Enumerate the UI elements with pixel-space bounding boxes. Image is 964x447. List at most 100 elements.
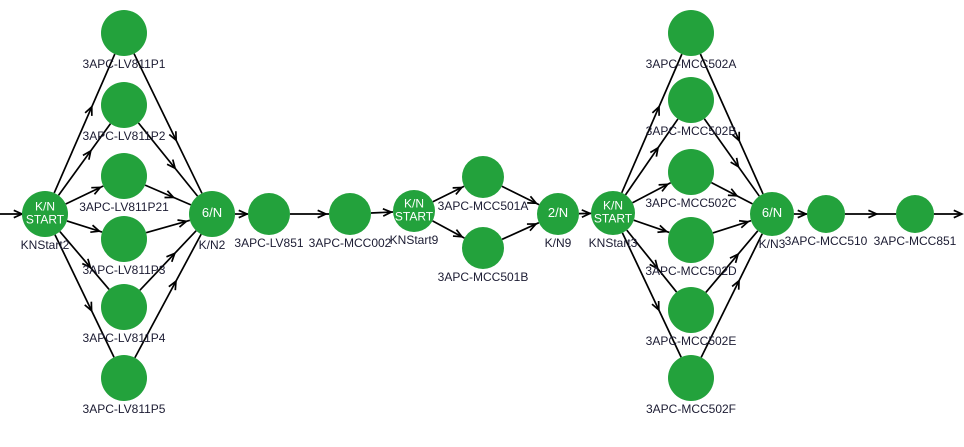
edge-arrowhead bbox=[649, 146, 660, 157]
node-circle-lv811p21[interactable] bbox=[101, 153, 147, 199]
edge-knstart2-to-lv811p2 bbox=[57, 123, 112, 196]
edge-arrowhead bbox=[729, 252, 740, 264]
node-circle-knstart2[interactable] bbox=[22, 191, 68, 237]
node-mcc502d[interactable]: 3APC-MCC502D bbox=[645, 217, 737, 278]
edge-mcc502c-to-kn3 bbox=[711, 181, 753, 205]
edge-line bbox=[700, 233, 764, 358]
edge-line bbox=[133, 53, 203, 194]
entry-arrow bbox=[0, 209, 25, 219]
node-circle-mcc502d[interactable] bbox=[668, 217, 714, 263]
edge-line bbox=[624, 118, 679, 196]
node-circle-mcc851[interactable] bbox=[896, 195, 934, 233]
node-caption-mcc002: 3APC-MCC002 bbox=[309, 236, 392, 250]
node-circle-knstart3[interactable] bbox=[591, 191, 635, 235]
edge-layer bbox=[0, 53, 964, 359]
edge-lv811p21-to-kn2 bbox=[144, 184, 192, 206]
edge-arrowhead bbox=[527, 195, 539, 205]
node-circle-lv851[interactable] bbox=[248, 193, 290, 235]
node-circle-kn3[interactable] bbox=[750, 192, 794, 236]
node-mcc851[interactable]: 3APC-MCC851 bbox=[874, 195, 957, 248]
node-circle-mcc502c[interactable] bbox=[668, 149, 714, 195]
edge-line bbox=[144, 184, 192, 206]
node-lv811p21[interactable]: 3APC-LV811P21 bbox=[79, 153, 169, 214]
edge-arrowhead bbox=[953, 209, 964, 219]
node-caption-mcc510: 3APC-MCC510 bbox=[785, 234, 868, 248]
node-circle-lv811p1[interactable] bbox=[101, 10, 147, 56]
edge-lv811p5-to-kn2 bbox=[134, 233, 202, 359]
node-circle-lv811p4[interactable] bbox=[101, 284, 147, 330]
node-circle-mcc502f[interactable] bbox=[668, 355, 714, 401]
node-circle-kn2[interactable] bbox=[189, 191, 235, 237]
node-mcc002[interactable]: 3APC-MCC002 bbox=[309, 193, 392, 250]
node-caption-lv811p4: 3APC-LV811P4 bbox=[83, 331, 166, 345]
edge-arrowhead bbox=[526, 223, 538, 232]
node-lv851[interactable]: 3APC-LV851 bbox=[234, 193, 304, 250]
node-circle-mcc501b[interactable] bbox=[462, 227, 504, 269]
edge-line bbox=[621, 232, 682, 358]
edge-lv811p2-to-kn2 bbox=[137, 122, 199, 197]
node-caption-lv851: 3APC-LV851 bbox=[234, 236, 303, 250]
edge-lv811p4-to-kn2 bbox=[139, 230, 197, 291]
edge-line bbox=[59, 230, 110, 291]
edge-line bbox=[705, 230, 759, 293]
node-circle-mcc510[interactable] bbox=[807, 195, 845, 233]
node-lv811p5[interactable]: 3APC-LV811P5 bbox=[83, 355, 166, 416]
edge-arrowhead bbox=[658, 183, 670, 192]
node-circle-mcc502e[interactable] bbox=[668, 287, 714, 333]
node-circle-mcc502a[interactable] bbox=[668, 10, 714, 56]
edge-knstart3-to-mcc502d bbox=[633, 219, 670, 234]
node-kn3[interactable]: 6/NK/N3 bbox=[750, 192, 794, 251]
edge-lv811p1-to-kn2 bbox=[133, 53, 203, 194]
node-circle-lv811p3[interactable] bbox=[101, 216, 147, 262]
edge-line bbox=[139, 230, 197, 291]
node-circle-kn9[interactable] bbox=[537, 193, 579, 235]
edge-kn9-to-knstart3 bbox=[578, 209, 593, 219]
node-circle-mcc002[interactable] bbox=[329, 193, 371, 235]
node-mcc502c[interactable]: 3APC-MCC502C bbox=[645, 149, 737, 210]
node-mcc502e[interactable]: 3APC-MCC502E bbox=[646, 287, 737, 348]
node-lv811p3[interactable]: 3APC-LV811P3 bbox=[83, 216, 166, 277]
edge-knstart9-to-mcc501b bbox=[432, 220, 465, 239]
node-mcc502f[interactable]: 3APC-MCC502F bbox=[646, 355, 736, 416]
node-mcc501b[interactable]: 3APC-MCC501B bbox=[438, 227, 529, 284]
edge-lv851-to-mcc002 bbox=[290, 209, 329, 219]
edge-knstart3-to-mcc502f bbox=[621, 232, 682, 358]
edge-knstart2-to-lv811p3 bbox=[66, 220, 103, 234]
edge-line bbox=[65, 185, 104, 205]
edge-arrowhead bbox=[168, 279, 177, 291]
edge-arrowhead bbox=[657, 224, 669, 234]
node-circle-mcc501a[interactable] bbox=[462, 156, 504, 198]
edge-arrowhead bbox=[166, 159, 177, 170]
edge-line bbox=[54, 234, 115, 358]
edge-kn3-to-mcc510 bbox=[794, 209, 809, 219]
edge-mcc502a-to-kn3 bbox=[699, 53, 764, 195]
edge-line bbox=[432, 220, 465, 239]
edge-knstart3-to-mcc502a bbox=[620, 53, 683, 194]
node-caption-mcc851: 3APC-MCC851 bbox=[874, 234, 957, 248]
node-lv811p4[interactable]: 3APC-LV811P4 bbox=[83, 284, 166, 345]
node-caption-lv811p5: 3APC-LV811P5 bbox=[83, 402, 166, 416]
node-caption-kn2: K/N2 bbox=[199, 238, 226, 252]
node-mcc502a[interactable]: 3APC-MCC502A bbox=[646, 10, 737, 71]
node-circle-knstart9[interactable] bbox=[393, 190, 435, 232]
edge-mcc002-to-knstart9 bbox=[370, 207, 394, 217]
edge-line bbox=[66, 220, 103, 233]
node-lv811p2[interactable]: 3APC-LV811P2 bbox=[83, 82, 166, 143]
node-lv811p1[interactable]: 3APC-LV811P1 bbox=[83, 10, 166, 71]
edge-arrowhead bbox=[168, 131, 178, 143]
edge-arrowhead bbox=[82, 149, 92, 160]
node-circle-lv811p2[interactable] bbox=[101, 82, 147, 128]
edge-line bbox=[712, 219, 752, 234]
node-mcc501a[interactable]: 3APC-MCC501A bbox=[438, 156, 529, 213]
node-kn9[interactable]: 2/NK/N9 bbox=[537, 193, 579, 250]
edge-arrowhead bbox=[166, 251, 177, 263]
node-circle-lv811p5[interactable] bbox=[101, 355, 147, 401]
node-caption-mcc502b: 3APC-MCC502B bbox=[646, 124, 737, 138]
node-circle-mcc502b[interactable] bbox=[668, 77, 714, 123]
node-mcc510[interactable]: 3APC-MCC510 bbox=[785, 195, 868, 248]
